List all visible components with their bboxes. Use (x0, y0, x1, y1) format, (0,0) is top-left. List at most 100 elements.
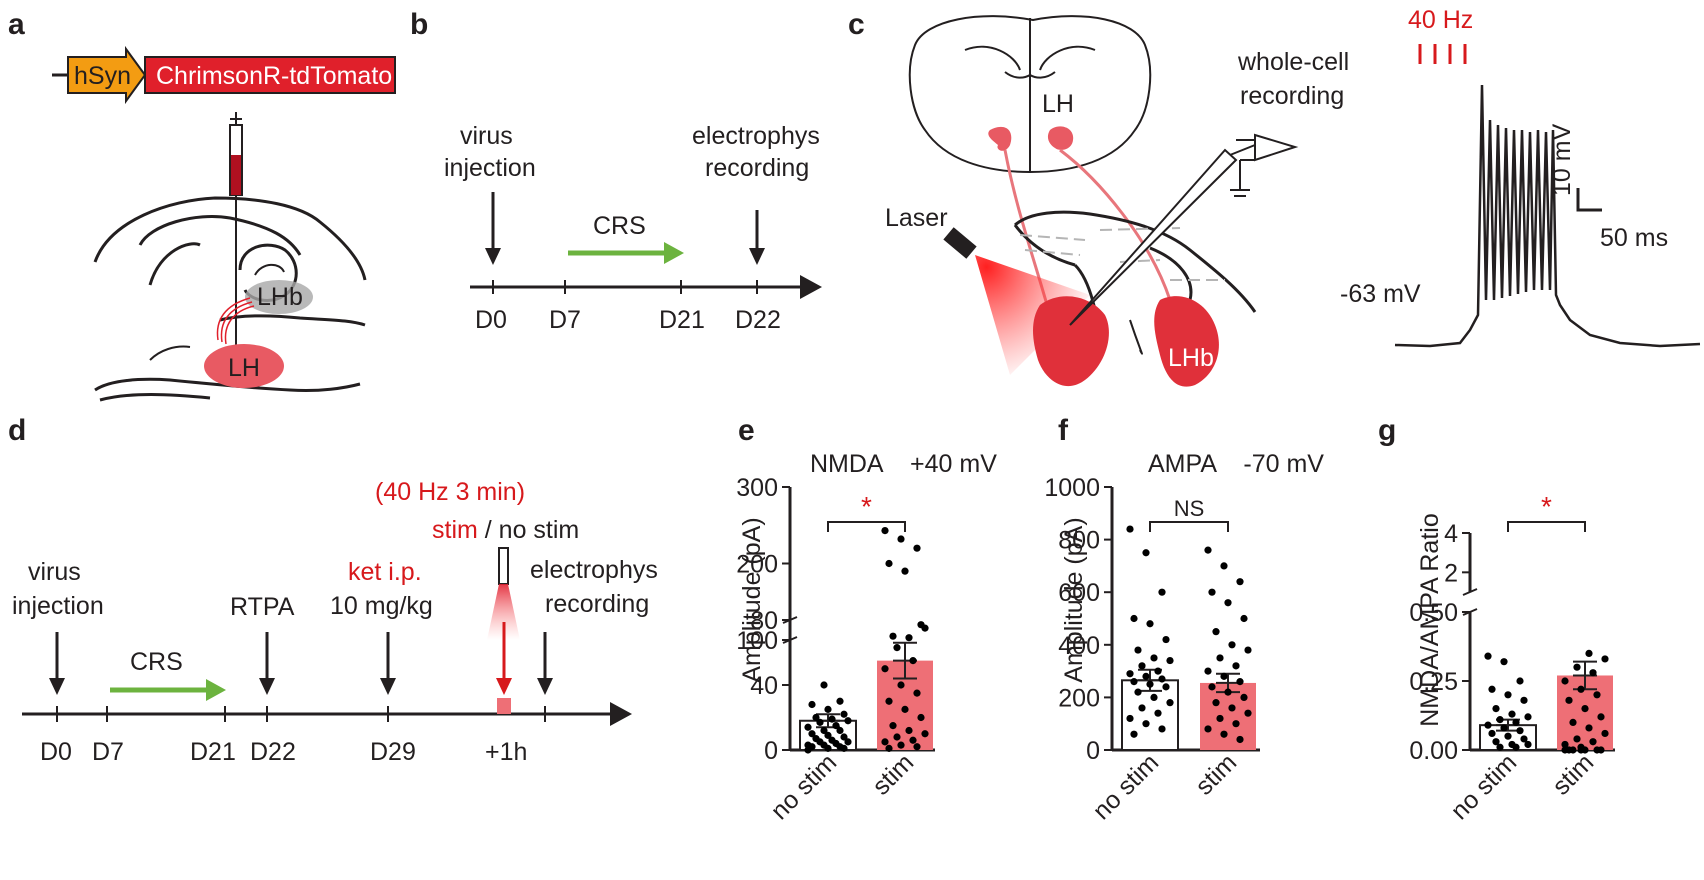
y-tick-label: 0 (764, 737, 778, 765)
data-point (1232, 662, 1240, 670)
data-point (893, 644, 901, 652)
data-point (1516, 677, 1524, 685)
data-point (889, 722, 897, 730)
data-point (1146, 680, 1154, 688)
promoter-label: hSyn (74, 62, 131, 90)
day-label: +1h (485, 738, 527, 766)
lhb-label: LHb (1168, 344, 1214, 372)
data-point (808, 743, 816, 751)
no-stim-word: / no stim (478, 516, 579, 544)
data-point (844, 738, 852, 746)
data-point (1601, 655, 1609, 663)
data-point (1244, 709, 1252, 717)
event-label: electrophys (692, 122, 820, 150)
panel-label-c: c (848, 8, 865, 41)
day-label: D0 (40, 738, 72, 766)
data-point (1496, 716, 1504, 724)
data-point (808, 730, 816, 738)
data-point (1130, 678, 1138, 686)
data-point (913, 743, 921, 751)
stim-pulses (1418, 44, 1467, 64)
significance-label: NS (1174, 496, 1205, 521)
data-point (1138, 662, 1146, 670)
data-point (885, 697, 893, 705)
data-point (1240, 693, 1248, 702)
y-tick-label: 800 (1058, 527, 1100, 555)
panel-e: e NMDA +40 mV Amplitude (pA) 04080100200… (736, 414, 997, 825)
panel-a: a hSyn ChrimsonR-tdTomato LHb (8, 8, 396, 402)
data-point (1138, 704, 1146, 712)
significance-label: * (1541, 491, 1552, 522)
stim-arrowhead (496, 678, 512, 695)
panel-c: c LH Laser LHb (848, 6, 1701, 387)
event-arrowhead (49, 678, 65, 695)
y-tick-label: 100 (736, 627, 778, 655)
membrane-trace (1394, 84, 1701, 348)
data-point (1220, 562, 1228, 570)
data-point (840, 710, 848, 718)
construct-label: ChrimsonR-tdTomato (156, 62, 392, 90)
data-point (1166, 699, 1174, 707)
amplifier-icon (1254, 133, 1299, 162)
y-tick-label: 600 (1058, 579, 1100, 607)
day-label: D29 (370, 738, 416, 766)
significance-label: * (861, 491, 872, 522)
data-point (885, 744, 893, 752)
data-point (1158, 725, 1166, 733)
x-tick-label: stim (867, 748, 919, 800)
data-point (901, 705, 909, 713)
chart-title: AMPA -70 mV (1148, 450, 1324, 478)
data-point (1126, 714, 1134, 723)
data-point (1597, 713, 1605, 721)
data-point (901, 567, 909, 575)
data-point (1524, 713, 1532, 721)
data-point (1492, 738, 1500, 746)
crs-label: CRS (130, 648, 183, 676)
data-point (897, 741, 905, 749)
data-point (1581, 705, 1589, 713)
panel-label-e: e (738, 414, 755, 447)
lh-region (1047, 126, 1074, 150)
data-point (1208, 588, 1216, 596)
syringe-icon (229, 112, 243, 345)
timeline-ticks (492, 280, 758, 294)
significance-bracket (827, 521, 906, 532)
data-point (1561, 677, 1569, 685)
data-point (1204, 667, 1212, 675)
data-point (1216, 714, 1224, 723)
event-label: electrophys (530, 556, 658, 584)
y-tick-label: 200 (1058, 684, 1100, 712)
data-point (1154, 667, 1162, 675)
data-point (1561, 740, 1569, 749)
data-point (1589, 738, 1597, 746)
lhb-label: LHb (257, 283, 303, 311)
stim-word: stim (432, 516, 478, 544)
data-point (1208, 683, 1216, 691)
promoter-arrow (67, 45, 147, 105)
data-point (1146, 620, 1154, 628)
data-point (1220, 672, 1228, 680)
data-point (1142, 672, 1150, 680)
data-point (1224, 688, 1232, 696)
x-tick-label: stim (1547, 748, 1599, 800)
crs-label: CRS (593, 212, 646, 240)
data-point (1126, 670, 1134, 678)
y-axis-label: Amplitude (pA) (738, 517, 766, 682)
axis-break-mark (1462, 588, 1478, 596)
day-label: D7 (92, 738, 124, 766)
event-arrowhead (749, 248, 765, 265)
data-point (1158, 588, 1166, 596)
event-label: recording (705, 154, 809, 182)
data-point (1601, 729, 1609, 738)
y-tick-label: 4 (1444, 520, 1458, 548)
y-axis-label: NMDA/AMPA Ratio (1416, 513, 1444, 726)
data-point (1488, 729, 1496, 738)
data-point (1150, 693, 1158, 702)
chart-title: NMDA +40 mV (810, 450, 997, 478)
data-point (1577, 743, 1585, 751)
data-point (1204, 725, 1212, 733)
data-point (840, 744, 848, 752)
laser-label: Laser (885, 204, 948, 232)
